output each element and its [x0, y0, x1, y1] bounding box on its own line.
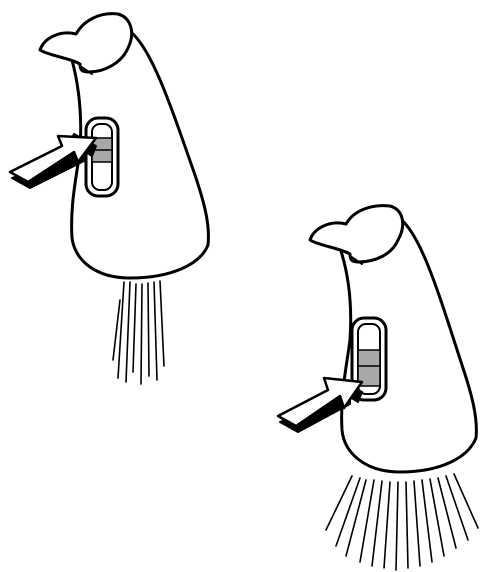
- faucet-view-wide-spray: [278, 206, 478, 570]
- faucet-cap: [310, 206, 403, 262]
- water-stream-narrow: [113, 281, 164, 384]
- faucet-view-narrow-stream: [10, 14, 208, 384]
- water-spray-wide: [326, 474, 478, 570]
- faucet-cap: [40, 14, 132, 72]
- sensor-shaded-area: [358, 350, 380, 386]
